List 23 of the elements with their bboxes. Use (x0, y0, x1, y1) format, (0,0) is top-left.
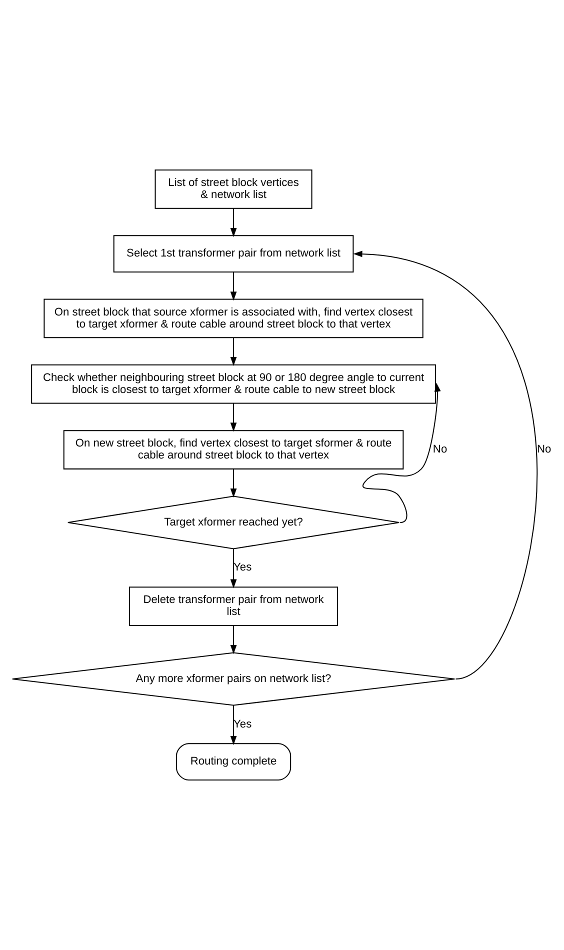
node-box: Routing complete (176, 743, 292, 780)
arrow (230, 338, 237, 366)
edge-label: Yes (234, 562, 252, 574)
arrow (230, 706, 237, 746)
node-box: Delete transformer pair from network list (129, 586, 338, 626)
arrow (230, 626, 237, 654)
arrow (230, 468, 237, 498)
node-box: List of street block vertices & network list (154, 170, 312, 209)
node-box: On street block that source xformer is associated with, find vertex closest to target xformer & route cable around street block to that vertex (44, 298, 424, 338)
arrow (353, 250, 538, 680)
edge-label: Yes (234, 718, 252, 730)
node-diamond: Target xformer reached yet? (67, 496, 400, 550)
node-diamond: Any more xformer pairs on network list? (12, 652, 456, 706)
arrow (230, 548, 237, 588)
edge-label: No (432, 444, 448, 456)
node-box: Select 1st transformer pair from network list (113, 235, 354, 273)
arrow (230, 208, 237, 238)
arrow (362, 382, 441, 523)
edge-label: No (536, 444, 552, 456)
arrow (230, 404, 237, 432)
node-box: Check whether neighbouring street block at 90 or 180 degree angle to current block is closest to target xformer & route cable to new street block (31, 364, 436, 404)
arrow (230, 272, 237, 301)
node-box: On new street block, find vertex closest to target sformer & route cable around street block to that vertex (63, 430, 404, 470)
